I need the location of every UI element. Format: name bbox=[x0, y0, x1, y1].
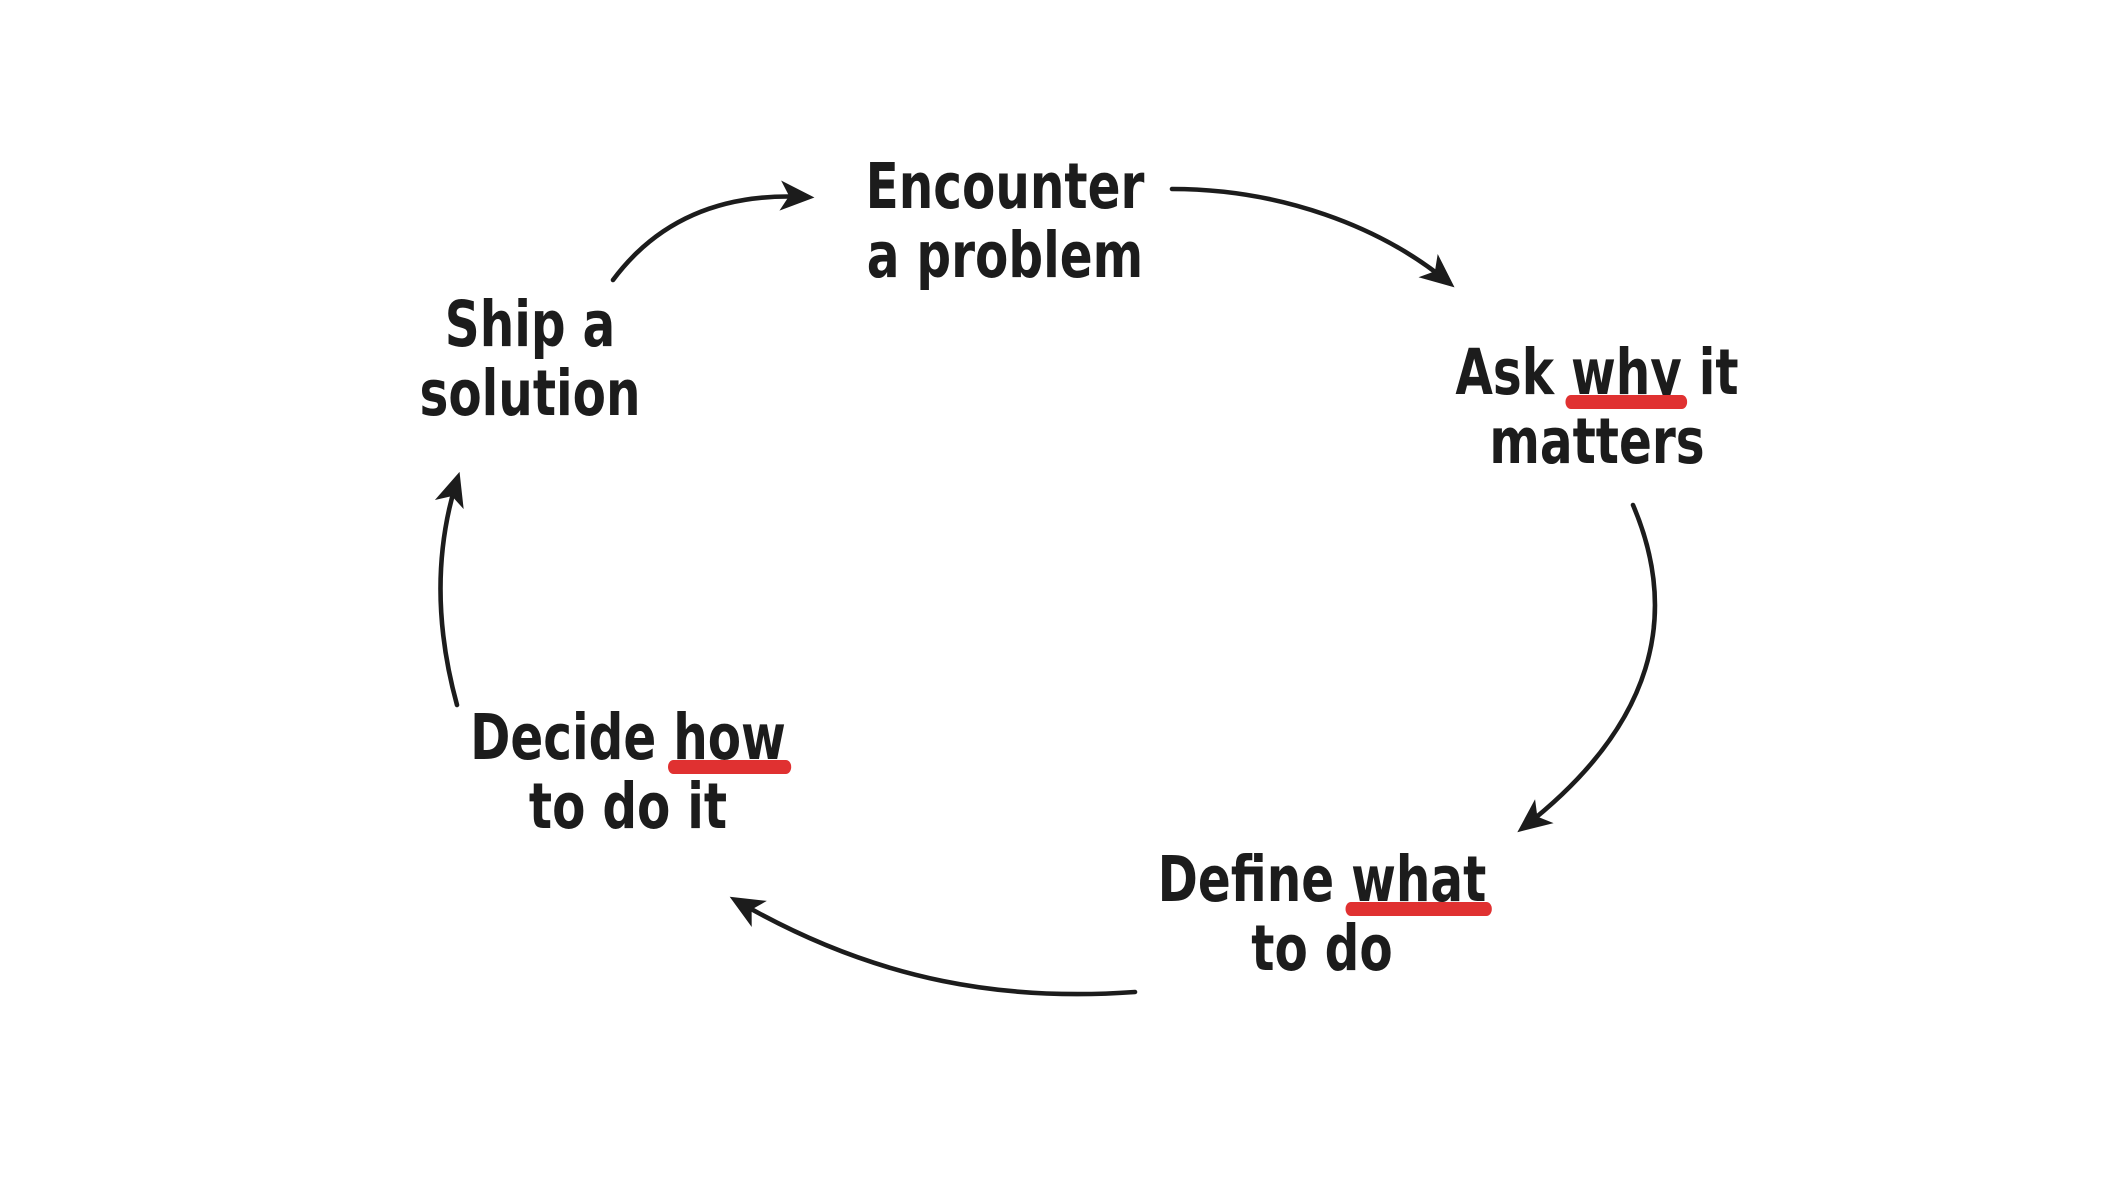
node-define-what-to-do: Define what to do bbox=[1157, 843, 1492, 986]
node-ask-why-it-matters: Ask why it matters bbox=[1455, 338, 1738, 477]
arrow-decide-how-to-ship bbox=[434, 471, 464, 708]
arrow-ship-to-encounter bbox=[610, 180, 815, 283]
node-encounter-a-problem: Encounter a problem bbox=[866, 152, 1145, 291]
text-segment: Ask bbox=[1455, 336, 1571, 409]
node-ship-a-solution: Ship a solution bbox=[419, 290, 640, 429]
node-text-line1: Ask why it bbox=[1455, 336, 1739, 410]
node-text-line2: to do it bbox=[528, 770, 728, 844]
node-text-line2: solution bbox=[419, 357, 641, 431]
arrow-encounter-to-ask-why bbox=[1169, 186, 1455, 288]
highlighted-word-what: what bbox=[1345, 843, 1492, 917]
highlighted-word-how: how bbox=[667, 701, 792, 775]
text-segment: Define bbox=[1157, 843, 1352, 916]
node-text-line2: to do bbox=[1251, 912, 1393, 986]
node-text-line2: a problem bbox=[866, 219, 1144, 293]
node-text-line2: matters bbox=[1489, 405, 1705, 479]
text-segment: it bbox=[1681, 336, 1739, 409]
highlighted-word-why: why bbox=[1565, 336, 1688, 410]
arrow-define-what-to-decide-how bbox=[729, 896, 1138, 997]
arrow-ask-why-to-define-what bbox=[1517, 502, 1658, 833]
node-text-line1: Ship a bbox=[444, 288, 616, 361]
node-text-line1: Encounter bbox=[865, 150, 1145, 223]
text-segment: Decide bbox=[470, 701, 674, 774]
node-decide-how-to-do-it: Decide how to do it bbox=[470, 701, 792, 844]
node-text-line1: Define what bbox=[1157, 843, 1492, 917]
node-text-line1: Decide how bbox=[470, 701, 792, 775]
